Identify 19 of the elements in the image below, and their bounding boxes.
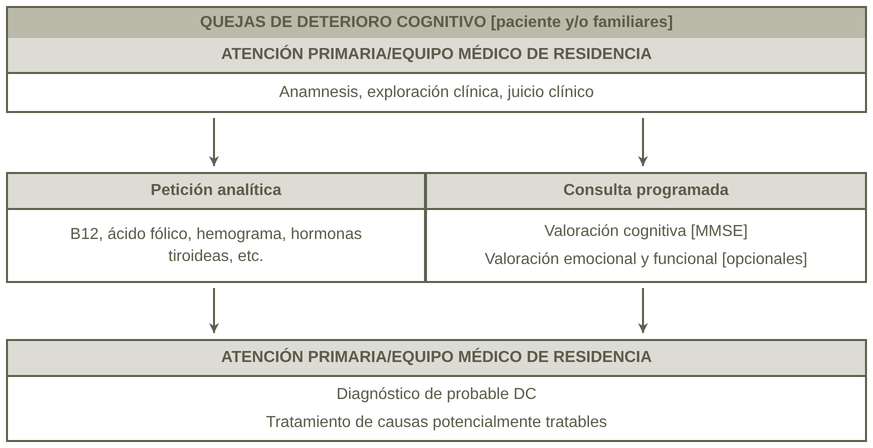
box-text: Valoración emocional y funcional [opcionales] [484,250,808,270]
arrow [638,288,648,333]
arrow [638,118,648,166]
process-box [6,339,867,442]
box-text: Valoración cognitiva [MMSE] [544,222,748,242]
box-header: Consulta programada [427,174,865,210]
box-text: Anamnesis, exploración clínica, juicio clínico [279,82,594,102]
arrow [209,288,219,333]
process-box [6,6,867,113]
process-box [425,172,867,283]
box-header: Petición analítica [8,174,424,210]
arrow [209,118,219,166]
process-box [6,172,426,283]
box-text: Diagnóstico de probable DC [336,384,537,404]
box-header: QUEJAS DE DETERIORO COGNITIVO [paciente y/o familiares] [8,8,865,38]
box-header: ATENCIÓN PRIMARIA/EQUIPO MÉDICO DE RESIDENCIA [8,38,865,74]
box-text: B12, ácido fólico, hemograma, hormonas tiroideas, etc. [69,224,363,266]
box-header: ATENCIÓN PRIMARIA/EQUIPO MÉDICO DE RESIDENCIA [8,341,865,377]
box-text: Tratamiento de causas potencialmente tratables [266,412,607,432]
